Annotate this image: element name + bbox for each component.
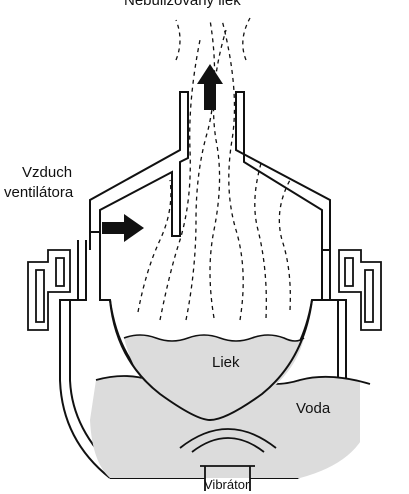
- label-air-line2: ventilátora: [4, 184, 73, 202]
- label-nebulized-medicine: Nebulizovaný liek: [124, 0, 241, 10]
- lid-right-outline: [236, 92, 330, 250]
- air-inlet-lip: [90, 232, 100, 250]
- left-clamp: [28, 250, 70, 330]
- label-water: Voda: [296, 400, 330, 418]
- aerosol-outflow-arrow: [197, 64, 223, 110]
- label-air-line1: Vzduch: [22, 164, 72, 182]
- label-medicine: Liek: [212, 354, 240, 372]
- air-inflow-arrow: [102, 214, 144, 242]
- mist-streams: [138, 18, 290, 320]
- lid-outline: [90, 92, 188, 236]
- label-vibrator: Vibrátor: [204, 476, 249, 494]
